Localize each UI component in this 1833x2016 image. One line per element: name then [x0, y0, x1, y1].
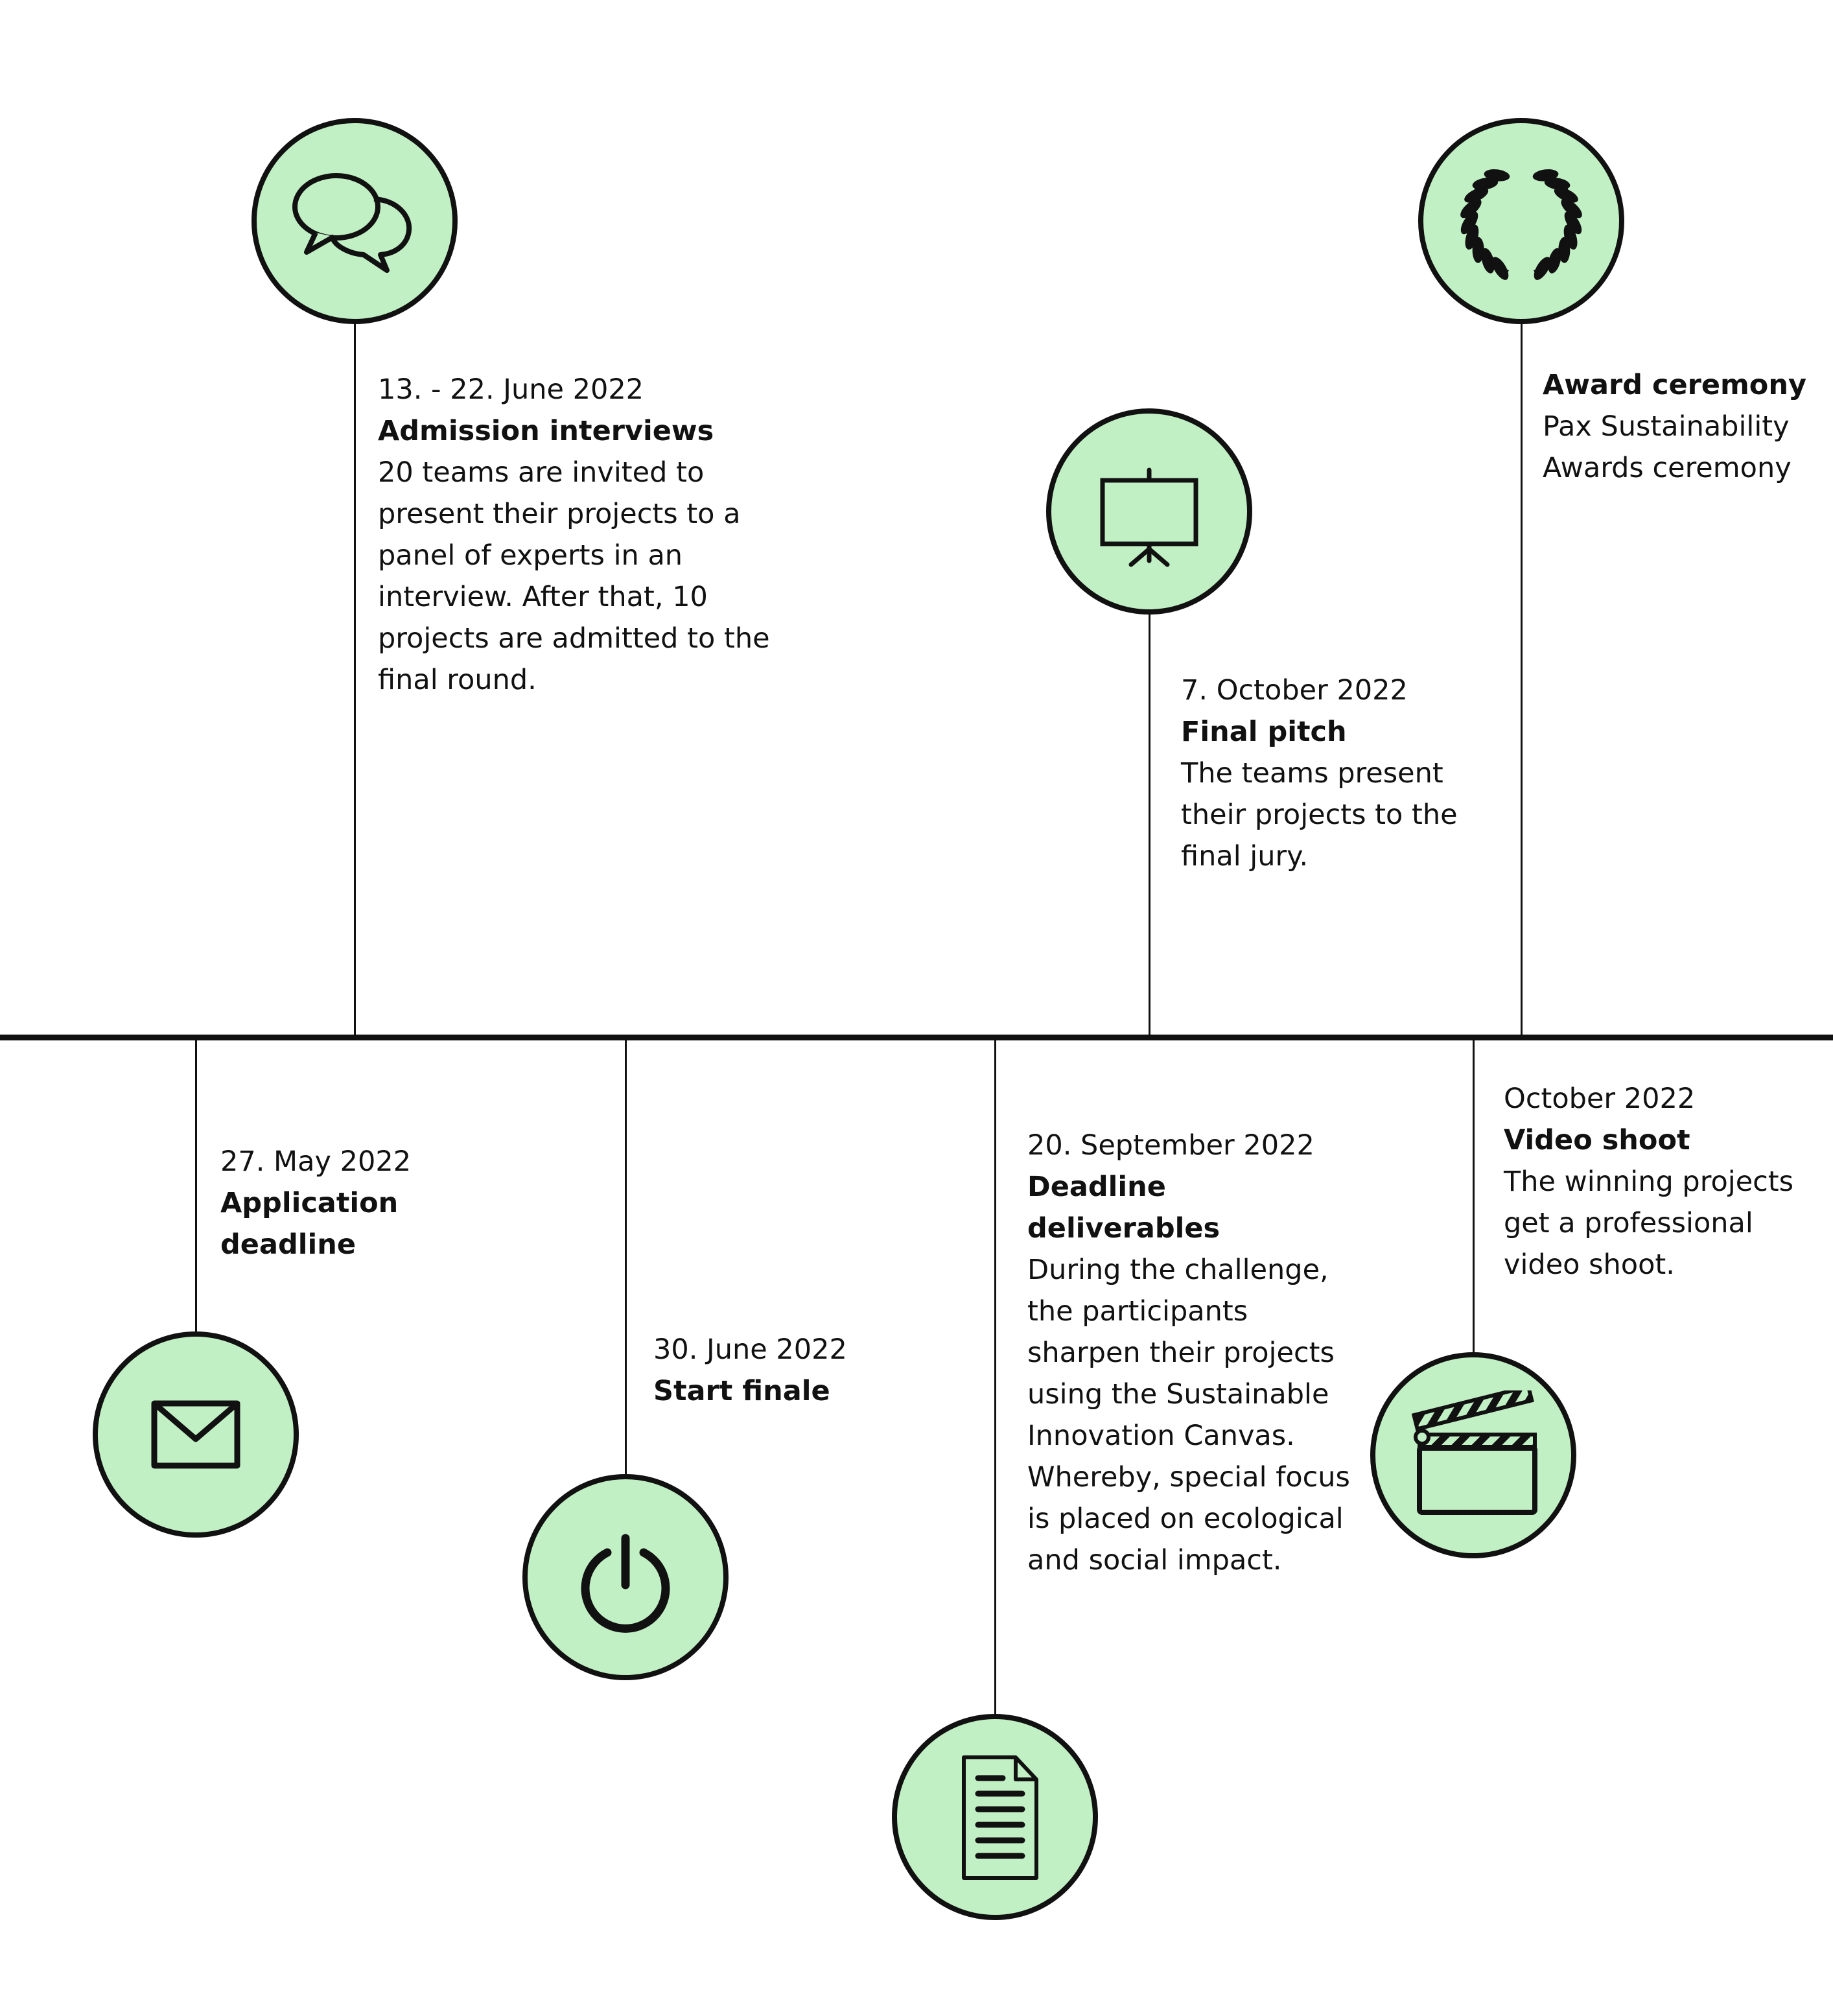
event-title: Deadline deliverables	[1027, 1171, 1220, 1245]
timeline-node-award	[1418, 118, 1624, 324]
event-title: Final pitch	[1181, 716, 1347, 748]
clapperboard-icon	[1411, 1390, 1537, 1515]
event-text-interviews: 13. - 22. June 2022 Admission interviews…	[378, 369, 806, 701]
timeline-connector	[1473, 1038, 1475, 1352]
event-text-deliverables: 20. September 2022 Deadline deliverables…	[1027, 1125, 1351, 1581]
event-date: 13. - 22. June 2022	[378, 373, 644, 406]
event-date: 27. May 2022	[220, 1145, 412, 1178]
event-description: 20 teams are invited to present their pr…	[378, 456, 770, 696]
power-icon	[581, 1534, 670, 1633]
event-description: The teams present their projects to the …	[1181, 757, 1458, 873]
timeline-node-start-finale	[522, 1474, 729, 1680]
event-text-award: Award ceremony Pax Sustainability Awards…	[1543, 364, 1828, 489]
timeline-node-deliverables	[892, 1714, 1098, 1920]
event-description: During the challenge, the participants s…	[1027, 1254, 1350, 1576]
timeline-connector	[1149, 615, 1150, 1036]
event-text-final-pitch: 7. October 2022 Final pitch The teams pr…	[1181, 670, 1505, 877]
event-date: 30. June 2022	[653, 1333, 847, 1366]
event-description: The winning projects get a professional …	[1504, 1166, 1794, 1281]
timeline-connector	[994, 1038, 996, 1714]
event-date: October 2022	[1504, 1083, 1696, 1115]
timeline-connector	[354, 324, 356, 1036]
timeline-node-video-shoot	[1370, 1352, 1576, 1558]
timeline-axis	[0, 1035, 1833, 1040]
timeline-node-final-pitch	[1046, 408, 1252, 615]
event-title: Award ceremony	[1543, 369, 1806, 401]
timeline-node-interviews	[251, 118, 458, 324]
timeline-connector	[195, 1038, 197, 1331]
laurel-wreath-icon	[1460, 169, 1582, 280]
timeline-connector	[1521, 324, 1523, 1036]
envelope-icon	[151, 1400, 240, 1469]
timeline-connector	[625, 1038, 627, 1474]
event-title: Application deadline	[220, 1187, 399, 1261]
event-text-video-shoot: October 2022 Video shoot The winning pro…	[1504, 1078, 1802, 1285]
document-icon	[962, 1755, 1038, 1880]
event-description: Pax Sustainability Awards ceremony	[1543, 410, 1792, 484]
event-date: 20. September 2022	[1027, 1129, 1314, 1162]
event-title: Admission interviews	[378, 415, 714, 447]
event-title: Video shoot	[1504, 1124, 1690, 1156]
speech-bubbles-icon	[292, 173, 412, 273]
event-text-start-finale: 30. June 2022 Start finale	[653, 1329, 900, 1412]
timeline-node-application	[93, 1331, 299, 1538]
event-title: Start finale	[653, 1375, 830, 1407]
presentation-board-icon	[1100, 467, 1198, 567]
event-text-application: 27. May 2022 Application deadline	[220, 1141, 428, 1265]
event-date: 7. October 2022	[1181, 674, 1408, 707]
